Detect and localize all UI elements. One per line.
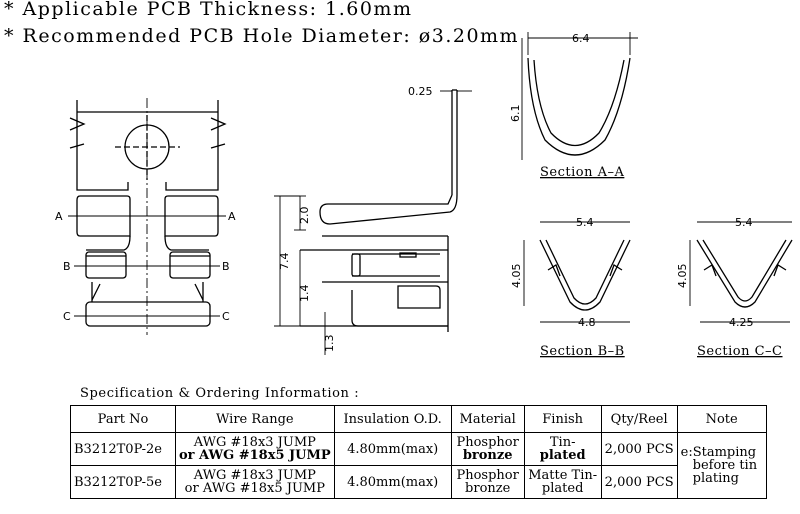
col-insulation: Insulation O.D.	[333, 405, 452, 433]
qty-cell: 2,000 PCS	[600, 432, 678, 466]
dim-c-height: 4.05	[676, 264, 689, 289]
dim-20: 2.0	[298, 207, 311, 225]
material-line-1: Phosphor	[456, 435, 519, 450]
pcb-thickness-note: * Applicable PCB Thickness: 1.60mm	[4, 0, 413, 20]
table-row: B3212T0P-5e AWG #18x3 JUMP or AWG #18x5 …	[70, 465, 767, 499]
technical-drawing: A A B B C C 0.25	[55, 32, 793, 359]
dim-b-top: 5.4	[576, 216, 594, 229]
part-no-cell: B3212T0P-2e	[70, 432, 176, 466]
finish-line-1: Tin-	[549, 435, 576, 450]
col-material: Material	[450, 405, 525, 433]
wire-range-cell: AWG #18x3 JUMP or AWG #18x5 JUMP	[175, 432, 335, 466]
finish-cell: Matte Tin- plated	[523, 465, 602, 499]
wire-line-1: AWG #18x3 JUMP	[193, 468, 316, 483]
note-line-2: before tin	[692, 458, 758, 473]
dim-74: 7.4	[278, 253, 291, 271]
front-view	[68, 98, 227, 335]
side-view	[300, 89, 458, 332]
col-note: Note	[676, 405, 767, 433]
dim-13: 1.3	[323, 335, 336, 353]
marker-a-left: A	[55, 210, 63, 223]
material-line-2: bronze	[462, 448, 513, 463]
section-b-b-profile	[523, 221, 631, 323]
spec-table: Part No Wire Range Insulation O.D. Mater…	[70, 405, 767, 499]
side-dimension-labels: 0.25 2.0 7.4 1.4 1.3	[278, 85, 433, 352]
finish-line-1: Matte Tin-	[528, 468, 598, 483]
wire-line-2: or AWG #18x5 JUMP	[184, 481, 325, 496]
dim-c-top: 5.4	[735, 216, 753, 229]
wire-range-cell: AWG #18x3 JUMP or AWG #18x5 JUMP	[175, 465, 335, 499]
side-dimensions	[274, 90, 472, 355]
note-line-1: e:Stamping	[680, 445, 757, 460]
pcb-hole-note: * Recommended PCB Hole Diameter: ø3.20mm	[4, 25, 520, 47]
col-qty: Qty/Reel	[600, 405, 678, 433]
section-a-a-labels: 6.4 6.1 Section A–A	[509, 32, 624, 180]
wire-line-1: AWG #18x3 JUMP	[193, 435, 316, 450]
insulation-cell: 4.80mm(max)	[333, 432, 452, 466]
col-part-no: Part No	[70, 405, 176, 433]
finish-line-2: plated	[541, 481, 584, 496]
col-finish: Finish	[523, 405, 602, 433]
marker-b-left: B	[63, 260, 71, 273]
marker-b-right: B	[222, 260, 230, 273]
dim-b-bottom: 4.8	[578, 316, 596, 329]
insulation-cell: 4.80mm(max)	[333, 465, 452, 499]
material-cell: Phosphor bronze	[450, 465, 525, 499]
table-row: B3212T0P-2e AWG #18x3 JUMP or AWG #18x5 …	[70, 432, 767, 499]
section-a-title: Section A–A	[540, 165, 624, 180]
section-b-b-labels: 5.4 4.05 4.8 Section B–B	[510, 216, 625, 359]
marker-c-right: C	[222, 310, 230, 323]
note-cell: e:Stamping before tin plating	[676, 432, 767, 499]
section-c-title: Section C–C	[697, 344, 783, 359]
section-c-c-labels: 5.4 4.05 4.25 Section C–C	[676, 216, 783, 359]
part-no-cell: B3212T0P-5e	[70, 465, 176, 499]
dim-025: 0.25	[408, 85, 433, 98]
col-wire-range: Wire Range	[175, 405, 335, 433]
spec-heading: Specification & Ordering Information :	[80, 386, 360, 401]
dim-a-height: 6.1	[509, 105, 522, 123]
spec-header-row: Part No Wire Range Insulation O.D. Mater…	[70, 405, 767, 433]
marker-a-right: A	[228, 210, 236, 223]
dim-b-height: 4.05	[510, 264, 523, 289]
dim-a-width: 6.4	[572, 32, 590, 45]
material-cell: Phosphor bronze	[450, 432, 525, 466]
section-a-a-profile	[521, 32, 638, 160]
dim-14: 1.4	[298, 285, 311, 303]
section-markers: A A B B C C	[55, 210, 236, 323]
marker-c-left: C	[63, 310, 71, 323]
note-line-3: plating	[692, 471, 739, 486]
finish-line-2: plated	[539, 448, 586, 463]
section-c-c-profile	[689, 221, 793, 323]
material-line-2: bronze	[465, 481, 511, 496]
wire-line-2: or AWG #18x5 JUMP	[179, 448, 331, 463]
material-line-1: Phosphor	[456, 468, 519, 483]
finish-cell: Tin- plated	[523, 432, 602, 466]
section-b-title: Section B–B	[540, 344, 625, 359]
qty-cell: 2,000 PCS	[600, 465, 678, 499]
dim-c-bottom: 4.25	[729, 316, 754, 329]
